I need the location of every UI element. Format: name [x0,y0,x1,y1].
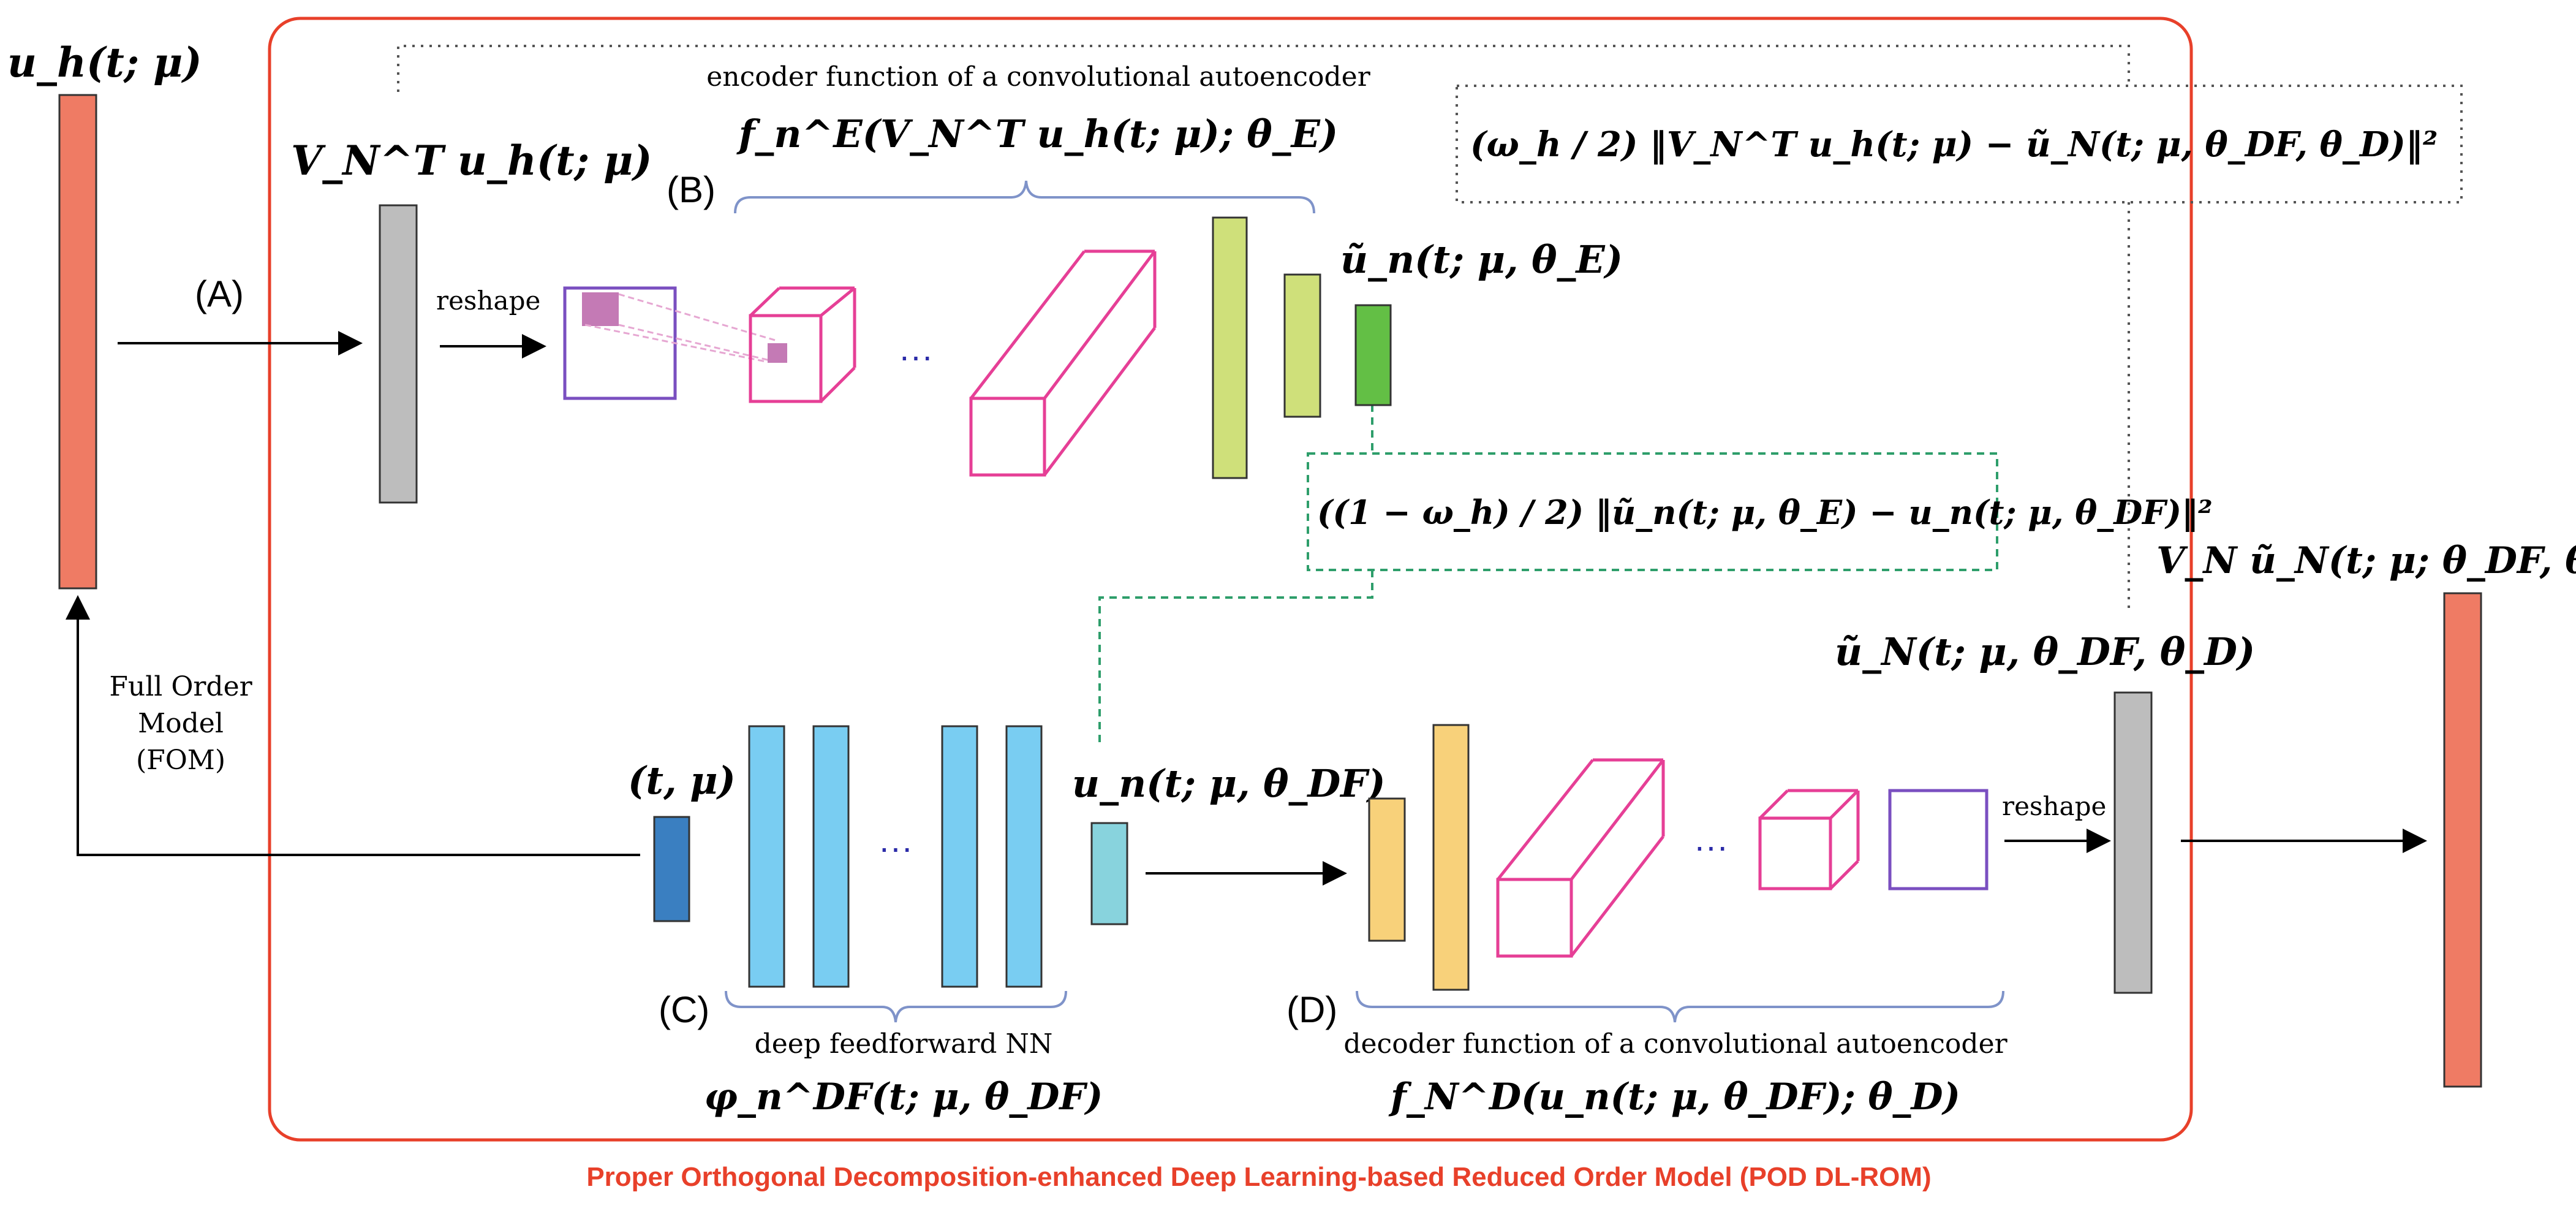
label-un-encoder: ũ_n(t; μ, θ_E) [1340,237,1623,282]
ffnn-brace [725,990,1067,1023]
decoder-brace [1356,990,2004,1023]
encoder-small-cube [749,286,856,403]
reshape-bottom-label: reshape [2002,791,2106,821]
fom-feedback-line [66,595,640,856]
decoder-ellipsis: ··· [1694,827,1728,865]
fom-label-line1: Full Order [109,671,252,702]
label-un-ffnn: u_n(t; μ, θ_DF) [1072,761,1386,806]
loss-latent-formula: ((1 − ω_h) / 2) ‖ũ_n(t; μ, θ_E) − u_n(t;… [1317,493,2213,533]
decoder-small-cube [1758,789,1860,890]
encoder-formula: f_n^E(V_N^T u_h(t; μ); θ_E) [736,112,1338,156]
output-bar [2443,592,2482,1088]
ffnn-layer-4 [1005,725,1043,988]
ffnn-layer-3 [941,725,978,988]
fom-label-line3: (FOM) [136,745,225,776]
ffnn-output-bar [1090,822,1128,925]
label-t-mu: (t, μ) [628,758,736,803]
dotted-loss-path [397,45,2130,92]
ffnn-ellipsis: ··· [878,828,913,867]
fom-label-line2: Model [138,708,224,739]
uN-decoder-bar [2113,691,2153,994]
loss-latent-box [1307,452,1998,571]
vnt-uh-bar [379,204,418,504]
encoder-ellipsis: ··· [899,336,933,375]
loss-reconstruction-box [1456,85,2463,203]
green-dash-bottom [1098,570,1373,748]
encoder-dense-bar-2 [1283,273,1321,418]
pod-dl-rom-frame [268,17,2193,1142]
reshape-top-label: reshape [436,286,540,316]
ffnn-text: deep feedforward NN [755,1028,1053,1060]
tag-d: (D) [1286,989,1337,1030]
patch-line-1 [618,293,776,341]
patch-line-3 [584,324,766,363]
ffnn-formula: φ_n^DF(t; μ, θ_DF) [704,1076,1103,1118]
label-vnt-uh: V_N^T u_h(t; μ) [291,137,652,184]
input-t-mu-bar [653,816,690,922]
diagram-title: Proper Orthogonal Decomposition-enhanced… [586,1162,1931,1192]
decoder-dense-bar-1 [1368,797,1406,942]
input-image-square [563,286,677,400]
conv-patch [582,292,619,326]
tag-b: (B) [667,169,716,210]
label-uN-decoder: ũ_N(t; μ, θ_DF, θ_D) [1835,629,2255,674]
decoder-long-box [1496,758,1665,958]
ffnn-layer-1 [748,725,785,988]
tag-a: (A) [195,273,244,314]
encoder-dense-bar-1 [1212,216,1248,479]
encoder-brace [734,180,1315,214]
encoder-text: encoder function of a convolutional auto… [706,61,1370,93]
decoder-formula: f_N^D(u_n(t; μ, θ_DF); θ_D) [1388,1076,1960,1118]
encoder-latent-bar [1354,304,1392,406]
label-uh: u_h(t; μ) [7,39,202,86]
encoder-long-box [969,249,1157,477]
cube-patch [768,343,787,363]
loss-reconstruction-formula: (ω_h / 2) ‖V_N^T u_h(t; μ) − ũ_N(t; μ, θ… [1470,124,2438,165]
decoder-dense-bar-2 [1432,724,1470,991]
label-output: V_N ũ_N(t; μ; θ_DF, θ_D) [2156,539,2576,582]
decoder-text: decoder function of a convolutional auto… [1343,1028,2008,1060]
ffnn-layer-2 [812,725,850,988]
uh-bar [58,94,97,590]
patch-line-2 [618,324,776,363]
tag-c: (C) [659,989,709,1030]
decoder-output-square [1888,789,1989,890]
